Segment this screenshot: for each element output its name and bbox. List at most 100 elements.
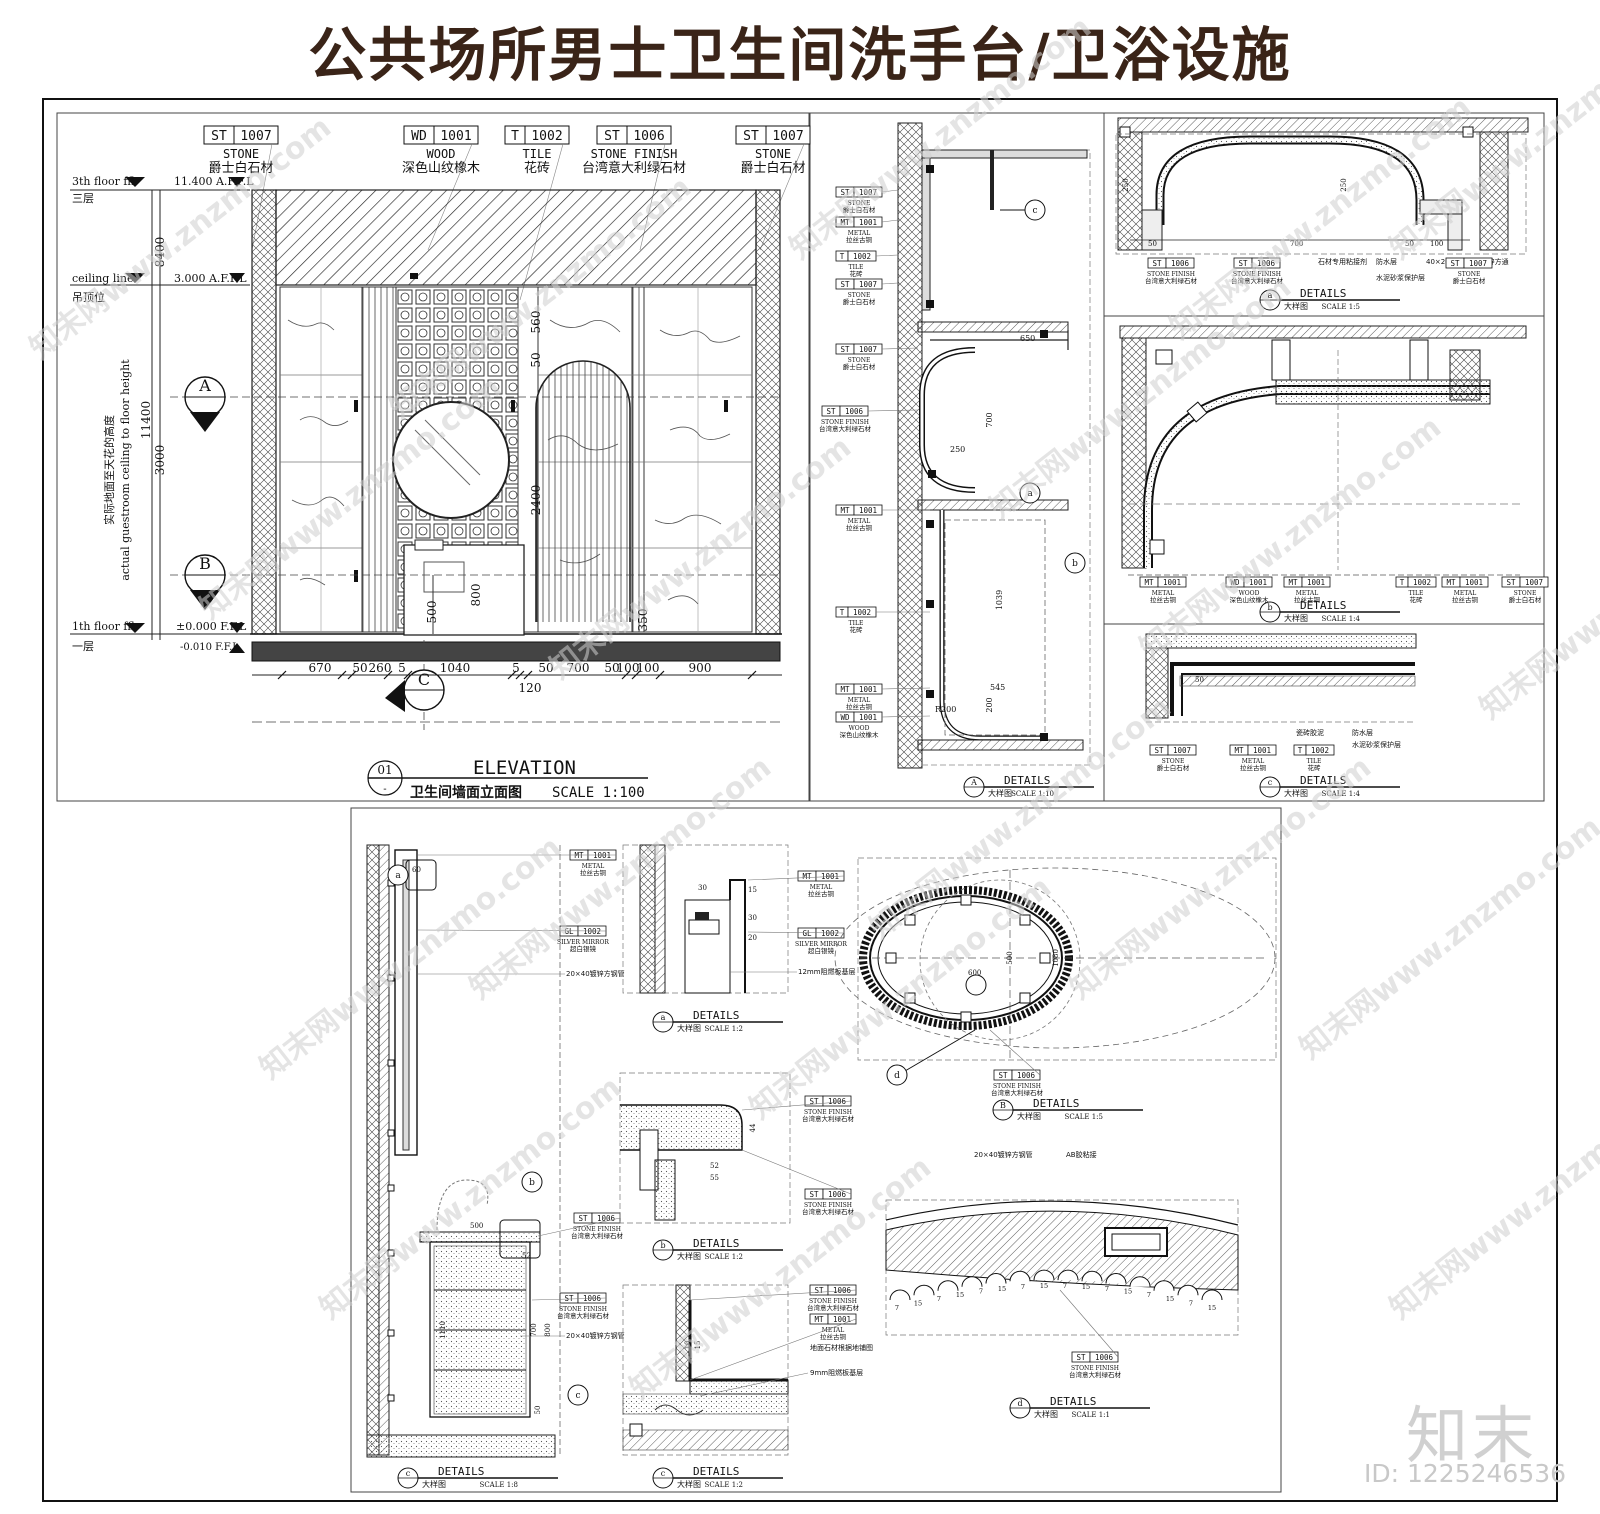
svg-text:a: a: [395, 871, 401, 881]
caption-letter: b: [1267, 603, 1272, 612]
svg-text:1080: 1080: [1052, 949, 1060, 967]
caption-scale: SCALE 1:100: [552, 785, 645, 801]
svg-text:METAL: METAL: [1242, 758, 1265, 765]
svg-text:ST: ST: [578, 1214, 588, 1223]
id-text: ID: 1225246536: [1364, 1459, 1567, 1488]
caption-letter: b: [660, 1241, 665, 1250]
edge-dim: 7: [1147, 1291, 1151, 1299]
svg-text:1006: 1006: [828, 1190, 847, 1199]
section-marker-c: C: [385, 640, 445, 730]
caption-scale: SCALE 1:2: [705, 1025, 743, 1033]
edge-dim: 7: [1021, 1283, 1025, 1291]
svg-text:b: b: [1072, 559, 1078, 569]
dim-560: 560: [529, 311, 543, 334]
svg-text:1039: 1039: [995, 590, 1004, 610]
svg-text:c: c: [1032, 206, 1037, 216]
svg-text:1007: 1007: [859, 345, 877, 354]
caption-title: DETAILS: [1004, 774, 1050, 787]
svg-text:拉丝古铜: 拉丝古铜: [846, 235, 873, 244]
level-floor3-cn: 三层: [72, 192, 94, 205]
section-marker-b: B: [170, 554, 780, 610]
material-num: 1007: [240, 129, 271, 144]
svg-text:15: 15: [748, 886, 757, 894]
caption-num: 01: [377, 763, 392, 777]
svg-text:STONE: STONE: [848, 292, 871, 299]
svg-text:拉丝古铜: 拉丝古铜: [846, 523, 873, 532]
material-name-en: WOOD: [427, 147, 456, 161]
svg-text:1007: 1007: [1525, 578, 1543, 587]
note-text: 水泥砂浆保护层: [1376, 273, 1425, 282]
svg-text:WOOD: WOOD: [1239, 590, 1260, 597]
dim-8400: 8400: [153, 237, 167, 268]
detail-rc-notes: 瓷砖胶泥防水层水泥砂浆保护层: [1296, 728, 1401, 749]
svg-text:MT: MT: [574, 851, 584, 860]
caption-letter: c: [406, 1469, 411, 1478]
svg-text:深色山纹橡木: 深色山纹橡木: [840, 730, 880, 739]
svg-text:1006: 1006: [1095, 1353, 1114, 1362]
bottom-dim: 260: [369, 661, 392, 675]
elevation-panel: [56, 112, 810, 802]
section-marker-b: b: [521, 1171, 543, 1193]
svg-text:55: 55: [710, 1174, 719, 1182]
svg-text:MT: MT: [1234, 746, 1244, 755]
note-text: 20×40镀锌方钢管: [566, 1331, 625, 1340]
svg-text:台湾意大利绿石材: 台湾意大利绿石材: [1069, 1370, 1122, 1379]
svg-text:METAL: METAL: [1296, 590, 1319, 597]
edge-dim: 7: [1105, 1285, 1109, 1293]
edge-dim: 7: [1063, 1282, 1067, 1290]
caption-letter: d: [1017, 1399, 1022, 1408]
bottom-dim: 1040: [440, 661, 471, 675]
svg-text:METAL: METAL: [822, 1327, 845, 1334]
svg-text:爵士白石材: 爵士白石材: [843, 205, 876, 214]
note-text: 防水层: [1376, 257, 1397, 266]
svg-text:1002: 1002: [853, 608, 871, 617]
bottom-dim: 5: [512, 661, 520, 675]
caption-title: DETAILS: [693, 1009, 739, 1022]
svg-text:TILE: TILE: [849, 620, 864, 627]
svg-text:250: 250: [950, 445, 965, 454]
section-marker-a: a: [387, 864, 409, 886]
svg-text:1001: 1001: [1465, 578, 1483, 587]
caption-sub: 大样图: [988, 788, 1012, 798]
detail-a-marker-b: b: [1064, 552, 1086, 574]
svg-text:1007: 1007: [859, 188, 877, 197]
svg-text:拉丝古铜: 拉丝古铜: [846, 702, 873, 711]
note-text: 水泥砂浆保护层: [1352, 740, 1401, 749]
svg-text:T: T: [840, 608, 845, 617]
svg-text:TILE: TILE: [849, 264, 864, 271]
caption-letter: A: [970, 778, 977, 787]
svg-text:50: 50: [1405, 240, 1414, 248]
caption-scale: SCALE 1:8: [480, 1481, 518, 1489]
svg-text:台湾意大利绿石材: 台湾意大利绿石材: [557, 1311, 610, 1320]
detail-a-marker-a: a: [1019, 482, 1041, 504]
svg-text:1002: 1002: [583, 927, 601, 936]
svg-text:1001: 1001: [1253, 746, 1271, 755]
material-num: 1007: [772, 129, 803, 144]
level-floor1-low: -0.010 F.F.L: [180, 642, 239, 653]
edge-dim: 7: [1189, 1299, 1193, 1307]
material-code: WD: [411, 129, 427, 144]
level-ceiling-en: ceiling line: [72, 272, 133, 285]
